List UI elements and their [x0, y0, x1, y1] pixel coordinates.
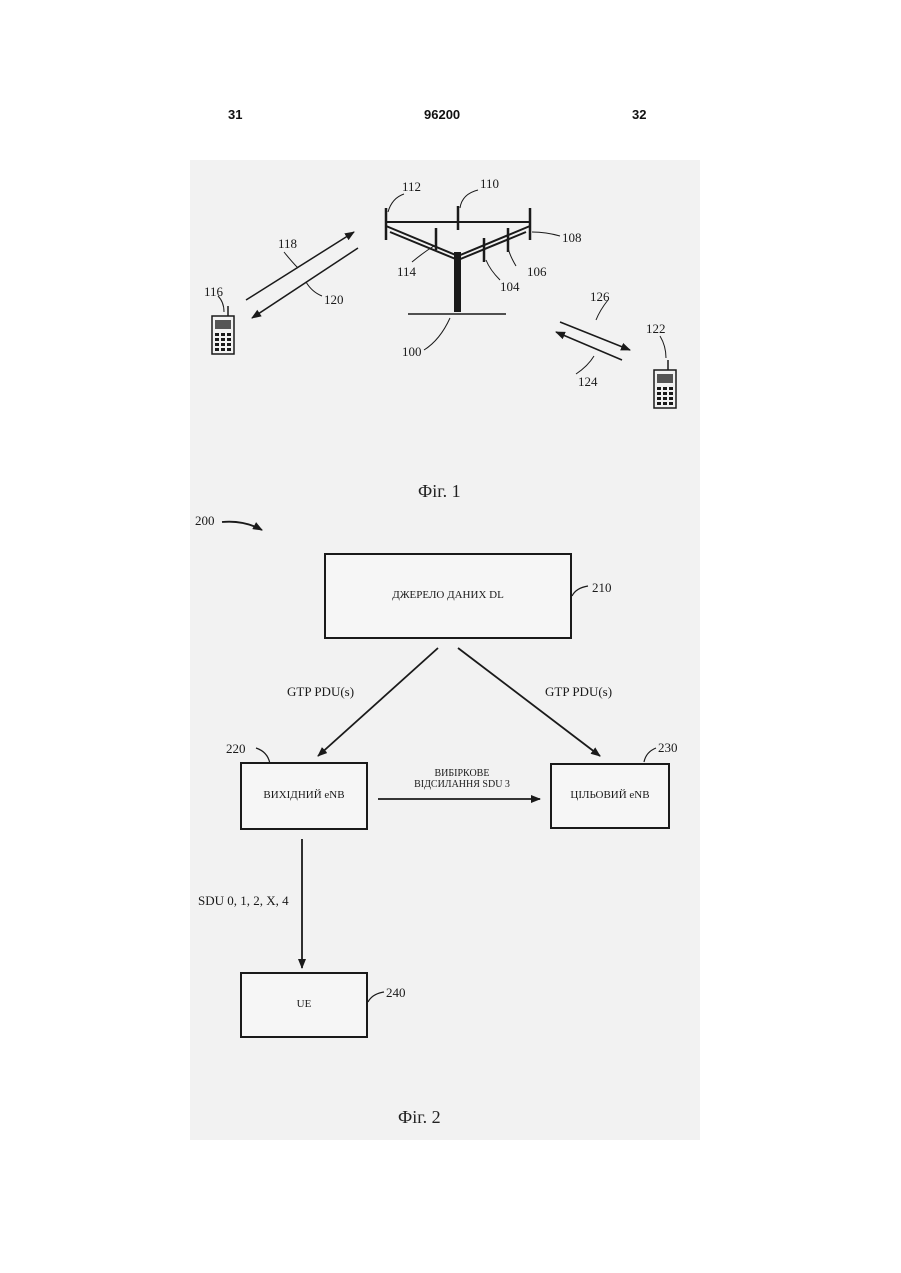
figure-2-caption: Фіг. 2 [398, 1107, 441, 1128]
tower-mast [454, 252, 461, 312]
ref-118: 118 [278, 236, 297, 252]
ref-126: 126 [590, 289, 610, 305]
ref-200: 200 [195, 513, 215, 529]
dl-data-source-label: ДЖЕРЕЛО ДАНИХ DL [392, 589, 504, 602]
mobile-terminal-116 [212, 296, 234, 354]
ref-220: 220 [226, 741, 246, 757]
gtp-pdu-label-left: GTP PDU(s) [287, 684, 354, 700]
forwarding-label-line1: ВИБІРКОВЕ [382, 768, 542, 779]
dl-data-source-box: ДЖЕРЕЛО ДАНИХ DL [324, 553, 572, 639]
ref-124: 124 [578, 374, 598, 390]
ref-210: 210 [592, 580, 612, 596]
source-enb-box: ВИХІДНИЙ eNB [240, 762, 368, 830]
mobile-terminal-122 [654, 336, 676, 408]
ue-box: UE [240, 972, 368, 1038]
target-enb-label: ЦІЛЬОВИЙ eNB [570, 789, 649, 802]
ref-106: 106 [527, 264, 547, 280]
ref-112: 112 [402, 179, 421, 195]
ref-116: 116 [204, 284, 223, 300]
forwarding-label-line2: ВІДСИЛАННЯ SDU 3 [382, 779, 542, 790]
gtp-pdu-label-right: GTP PDU(s) [545, 684, 612, 700]
ref-110: 110 [480, 176, 499, 192]
ref-122: 122 [646, 321, 666, 337]
source-enb-label: ВИХІДНИЙ eNB [263, 789, 344, 802]
ref-240: 240 [386, 985, 406, 1001]
figure-1-caption: Фіг. 1 [418, 481, 461, 502]
ue-label: UE [297, 998, 312, 1011]
uplink-arrow-118 [246, 232, 354, 300]
ref-108: 108 [562, 230, 582, 246]
selective-forwarding-label: ВИБІРКОВЕ ВІДСИЛАННЯ SDU 3 [382, 768, 542, 790]
ref-104: 104 [500, 279, 520, 295]
target-enb-box: ЦІЛЬОВИЙ eNB [550, 763, 670, 829]
ref-120: 120 [324, 292, 344, 308]
ref-100: 100 [402, 344, 422, 360]
downlink-arrow-124 [556, 332, 622, 360]
ref-114: 114 [397, 264, 416, 280]
sdu-sequence-label: SDU 0, 1, 2, X, 4 [198, 893, 289, 909]
uplink-arrow-126 [560, 322, 630, 350]
ref-230: 230 [658, 740, 678, 756]
